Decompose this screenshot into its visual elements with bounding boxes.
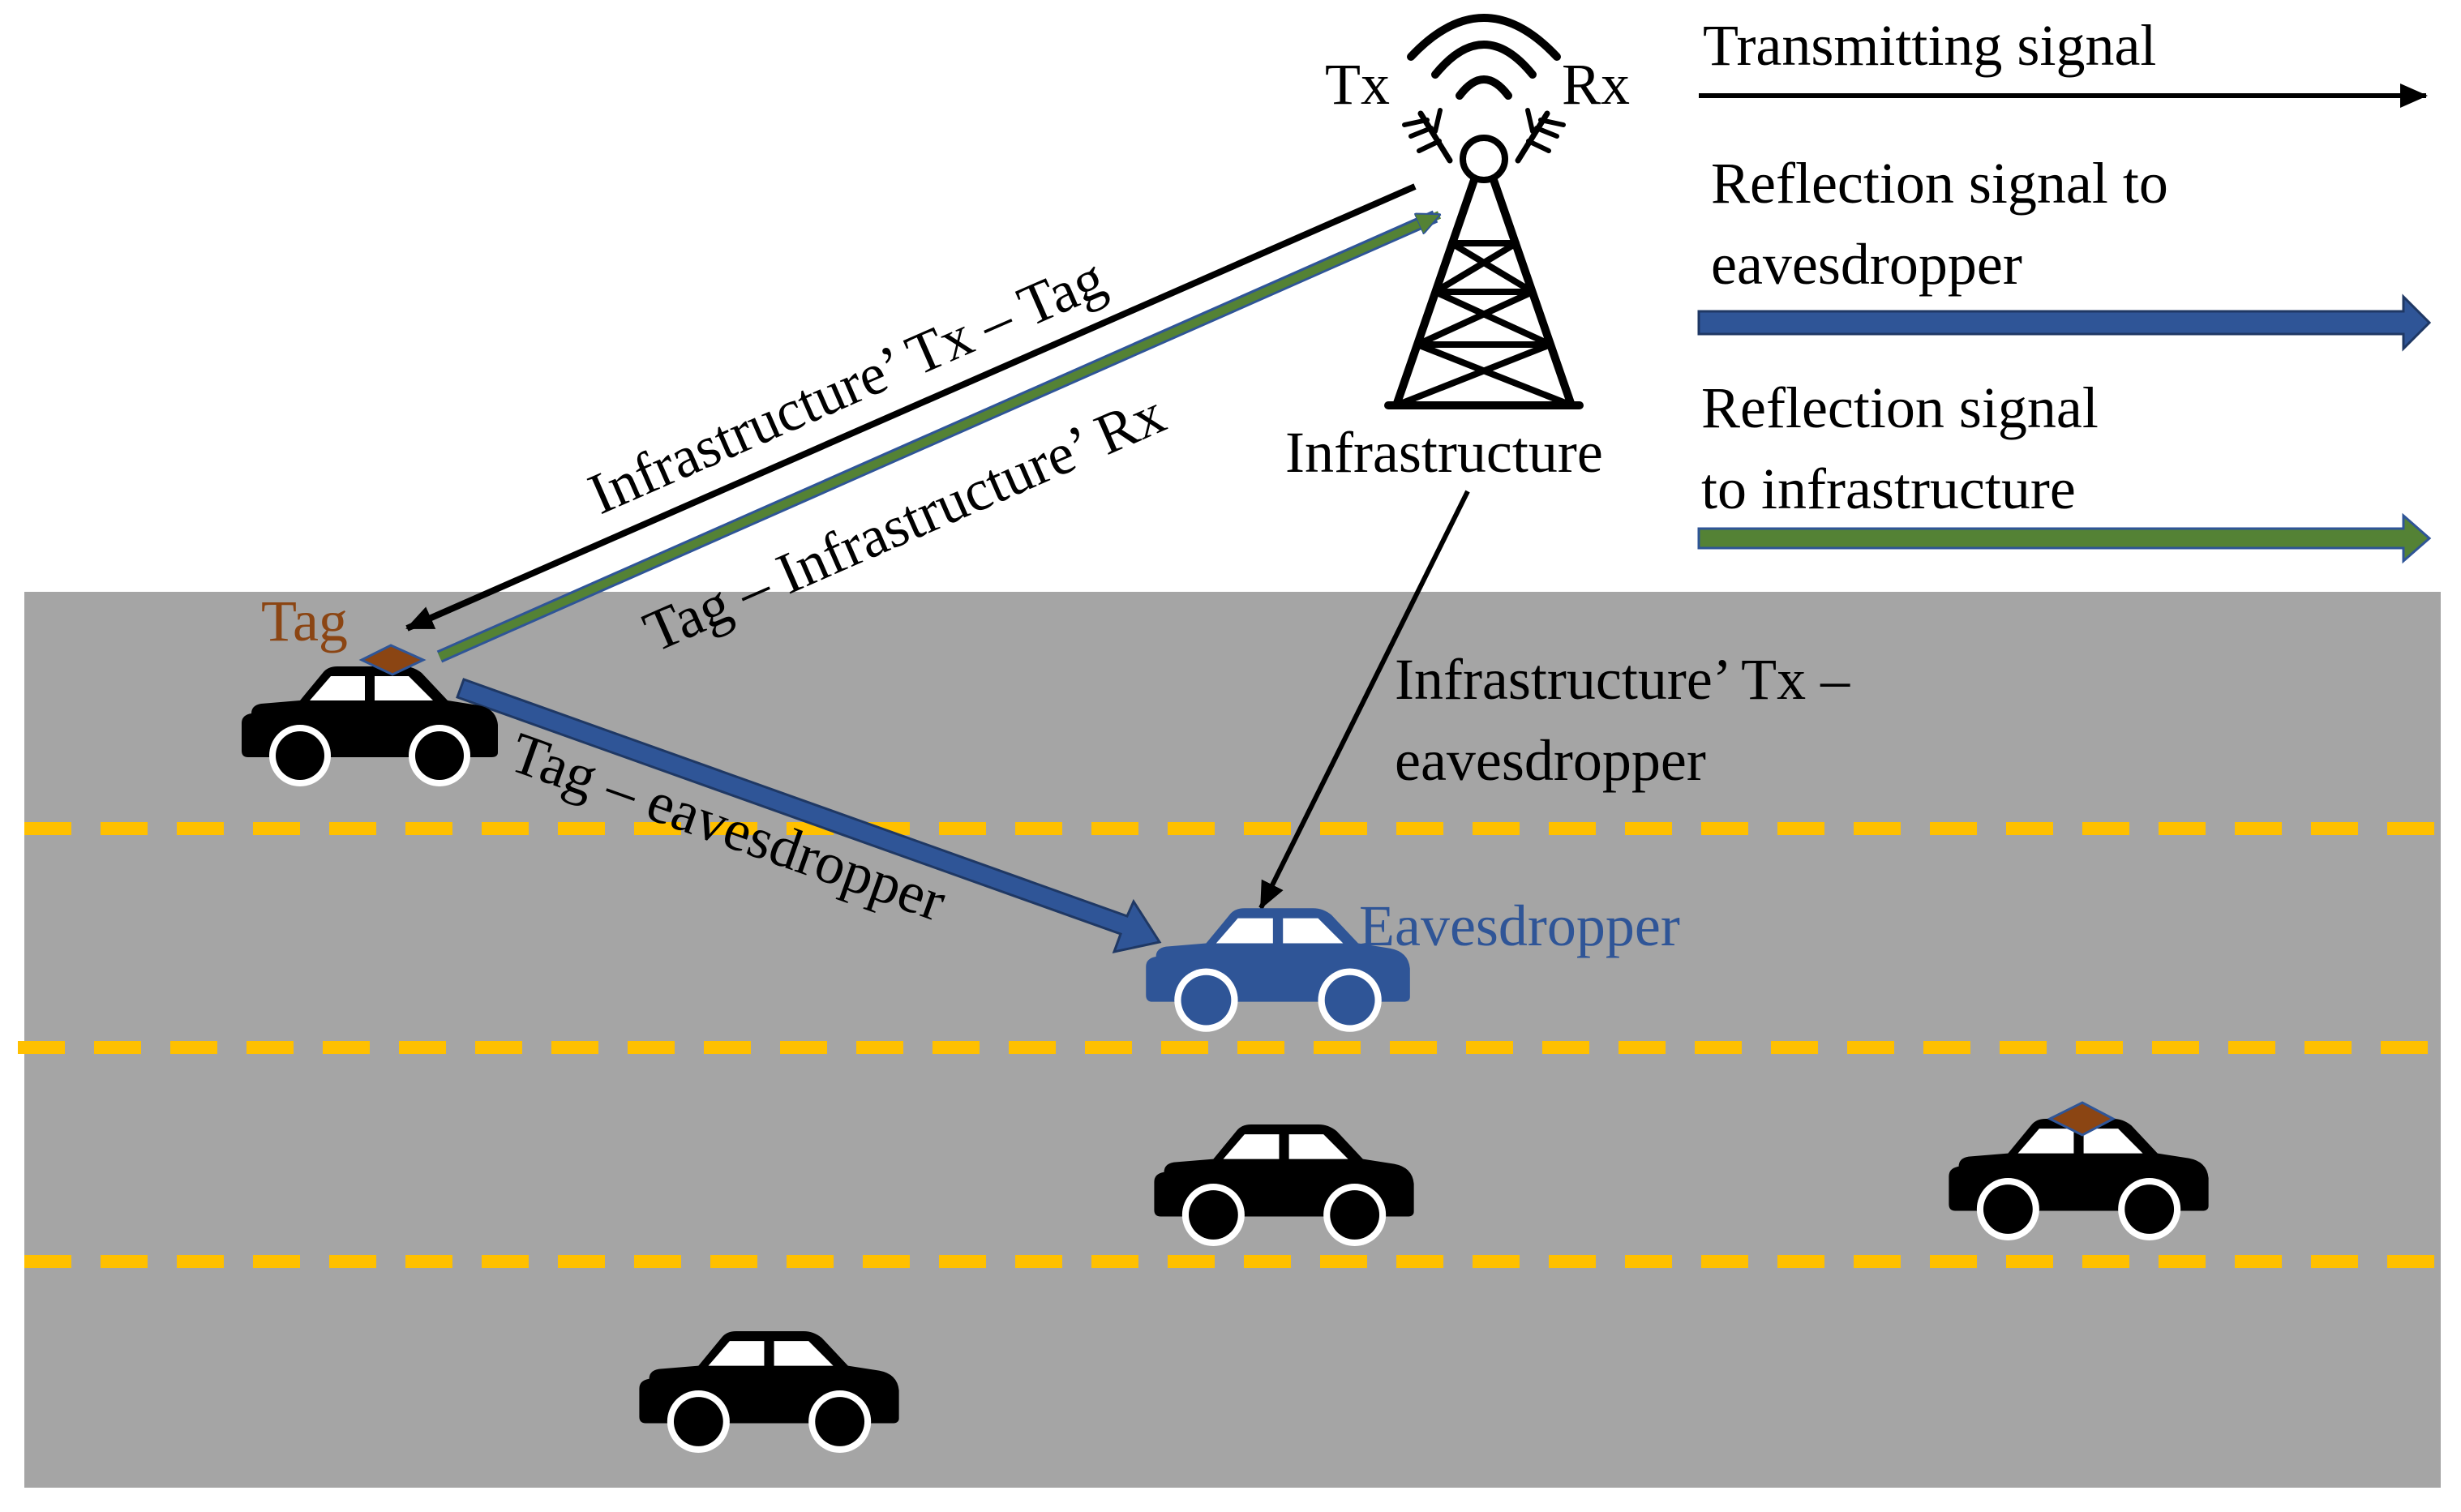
legend: Transmitting signal Reflection signal to…: [1697, 13, 2432, 564]
tag-diamond-icon: [2047, 1101, 2116, 1137]
tag-diamond-icon: [358, 644, 427, 676]
legend-reflection-eavesdropper-arrow: [1697, 293, 2432, 352]
legend-reflection-infrastructure-arrow: [1697, 512, 2432, 564]
legend-reflection-infrastructure-label-1: Reflection signal: [1701, 375, 2099, 440]
legend-reflection-eavesdropper-label-1: Reflection signal to: [1711, 151, 2168, 216]
tx-to-eavesdropper-arrow: [1258, 490, 1470, 910]
link-label-tx-eavesdropper-1: Infrastructure’ Tx –: [1395, 647, 1850, 712]
tag-to-eavesdropper-arrow: [456, 678, 1162, 954]
tag-to-rx-arrow: [437, 211, 1439, 661]
legend-transmitting-label: Transmitting signal: [1703, 13, 2156, 78]
legend-reflection-eavesdropper-label-2: eavesdropper: [1711, 232, 2022, 297]
rx-label: Rx: [1562, 52, 1630, 117]
tag-label: Tag: [261, 589, 348, 653]
infrastructure-label: Infrastructure: [1285, 420, 1603, 485]
tx-label: Tx: [1325, 52, 1390, 117]
infrastructure-tower-icon: [1384, 14, 1584, 409]
legend-reflection-infrastructure-label-2: to infrastructure: [1701, 456, 2076, 521]
tx-to-tag-arrow: [405, 183, 1417, 632]
link-label-tx-eavesdropper-2: eavesdropper: [1395, 728, 1706, 793]
eavesdropper-label: Eavesdropper: [1359, 893, 1680, 958]
